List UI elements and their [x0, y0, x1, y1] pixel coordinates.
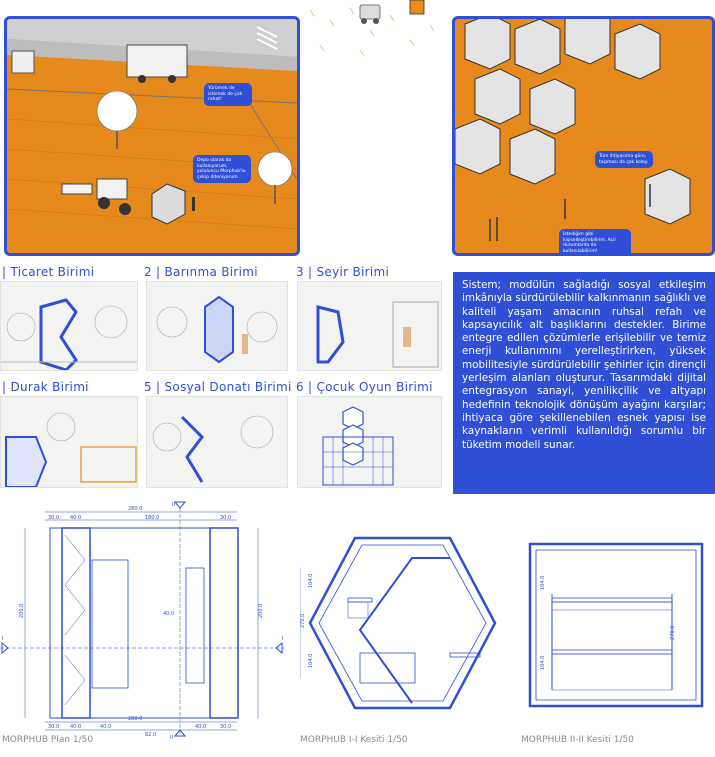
speech-bubble: Depo olarak da kullanıyorum, yoluluncu M…: [193, 155, 251, 183]
plan-dim: 40.0: [100, 724, 111, 730]
section-2-dim: 104.0: [540, 656, 546, 670]
plan-dim-left: 200.0: [19, 604, 25, 618]
unit-label-seyir: 3 | Seyir Birimi: [296, 265, 390, 279]
description-panel: Sistem; modülün sağladığı sosyal etkileş…: [453, 272, 715, 494]
plan-dim-total-top: 280.0: [128, 506, 142, 512]
plan-dim: 40.0: [195, 724, 206, 730]
plan-dim: 40.0: [70, 515, 81, 521]
section-2-dim: 270.0: [670, 626, 676, 640]
section-mark-top: II: [172, 502, 175, 508]
plan-dim: 30.0: [48, 724, 59, 730]
unit-label-cocuk-oyun: 6 | Çocuk Oyun Birimi: [296, 380, 433, 394]
section-1-dim: 104.0: [308, 654, 314, 668]
section-1-dim: 270.0: [300, 614, 306, 628]
plan-dim-inner: 40.0: [163, 611, 174, 617]
plan-caption: MORPHUB Plan 1/50: [2, 735, 94, 745]
speech-bubble: İstediğim gibi kişiselleştirebilirim. Ac…: [559, 229, 631, 253]
unit-image-sosyal-donati: [146, 396, 288, 488]
cluster-scene-illustration: Tüm ihtiyacıma göre, taşıması da çok kol…: [452, 16, 715, 256]
plan-dim-right: 200.0: [258, 604, 264, 618]
section-mark-bottom: II: [170, 735, 173, 740]
plan-dim: 30.0: [220, 724, 231, 730]
plan-dim: 180.0: [145, 515, 159, 521]
unit-label-sosyal-donati: 5 | Sosyal Donatı Birimi: [144, 380, 292, 394]
unit-image-ticaret: [0, 281, 138, 371]
street-scene-drawing: [7, 19, 297, 230]
section-2-caption: MORPHUB II-II Kesiti 1/50: [521, 735, 634, 745]
section-1-caption: MORPHUB I-I Kesiti 1/50: [300, 735, 408, 745]
unit-image-barinma: [146, 281, 288, 371]
section-mark-left: I: [2, 636, 3, 642]
plan-dim: 40.0: [70, 724, 81, 730]
unit-image-seyir: [297, 281, 442, 371]
section-1-dim: 104.0: [308, 574, 314, 588]
section-2-dim: 104.0: [540, 576, 546, 590]
plan-dim: 30.0: [48, 515, 59, 521]
unit-image-durak: [0, 396, 138, 488]
top-sketch-decoration: [309, 0, 435, 57]
plan-dim-bottom-extra: 82.0: [145, 732, 156, 738]
description-text: Sistem; modülün sağladığı sosyal etkileş…: [462, 279, 706, 451]
section-1-drawing: 104.0 270.0 104.0: [300, 536, 497, 710]
section-mark-right: I: [282, 636, 283, 642]
speech-bubble: Tüm ihtiyacıma göre, taşıması da çok kol…: [595, 151, 653, 168]
unit-label-durak: | Durak Birimi: [2, 380, 89, 394]
unit-label-barinma: 2 | Barınma Birimi: [144, 265, 258, 279]
unit-label-ticaret: | Ticaret Birimi: [2, 265, 95, 279]
plan-dim: 30.0: [220, 515, 231, 521]
street-scene-illustration: Yürümek de istemek de çok rahat! Depo ol…: [4, 16, 300, 256]
cluster-scene-drawing: [455, 19, 691, 241]
plan-dim-bottom-total: 280.0: [128, 716, 142, 722]
speech-bubble: Yürümek de istemek de çok rahat!: [204, 83, 252, 106]
unit-image-cocuk-oyun: [297, 396, 442, 488]
plan-drawing: II 280.0 30.0 40.0 180.0 30.0 200.0 200.…: [0, 501, 285, 740]
section-2-drawing: 104.0 270.0 104.0: [528, 542, 704, 708]
